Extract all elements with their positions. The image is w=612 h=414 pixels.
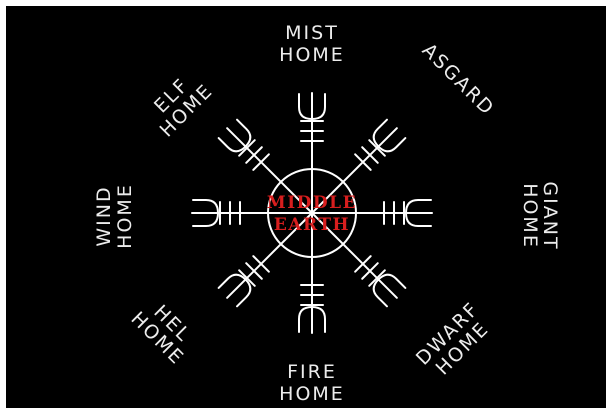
realm-label-mist-line1: MIST xyxy=(285,22,339,44)
staves xyxy=(192,93,432,333)
realm-label-fire-line1: FIRE xyxy=(287,361,337,383)
realm-label-mist-line2: HOME xyxy=(279,44,345,66)
realm-label-hel: HEL HOME xyxy=(126,293,203,370)
center-label-line2: EARTH xyxy=(274,215,350,235)
center-label-line1: MIDDLE xyxy=(267,193,357,213)
realm-label-fire-line2: HOME xyxy=(279,383,345,405)
realm-label-giant-line1: GIANT xyxy=(539,181,561,250)
realm-label-dwarf: DWARF HOME xyxy=(412,298,499,385)
diagram-frame: MIDDLE EARTH MIST HOME ASGARD GIANT HOME… xyxy=(6,6,606,408)
realm-label-elf: ELF HOME xyxy=(141,65,218,142)
realm-label-asgard: ASGARD xyxy=(418,39,499,120)
realm-label-giant: GIANT HOME xyxy=(519,181,561,250)
realm-label-wind-line2: HOME xyxy=(114,183,136,249)
realm-label-wind: WIND HOME xyxy=(93,183,136,249)
realm-label-giant-line2: HOME xyxy=(519,183,541,249)
vegvisir-diagram: MIDDLE EARTH MIST HOME ASGARD GIANT HOME… xyxy=(6,6,606,408)
realm-label-wind-line1: WIND xyxy=(93,185,115,246)
